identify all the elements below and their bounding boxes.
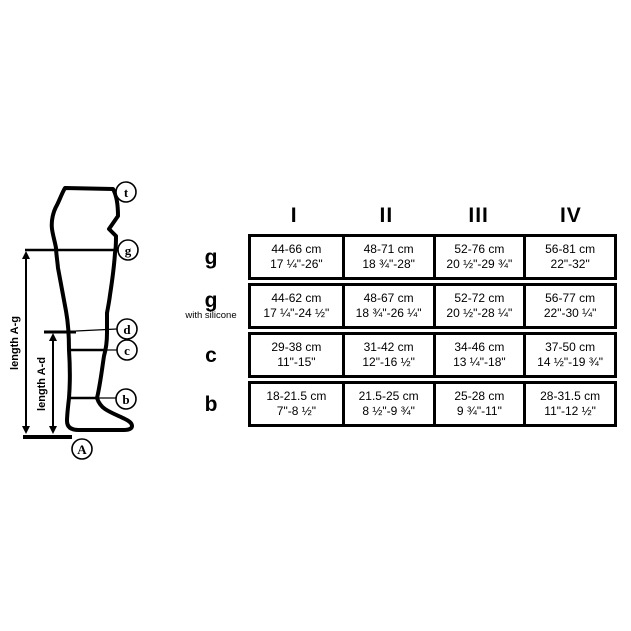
table-cell: 56-77 cm 22"-30 ¼" [523,286,614,326]
row-label-b: b [204,392,218,416]
table-cell: 56-81 cm 22"-32" [523,237,614,277]
measurement-row-labels: g g with silicone c b [178,234,244,430]
table-cell: 18-21.5 cm 7"-8 ½" [251,384,342,424]
table-cell: 21.5-25 cm 8 ½"-9 ¾" [341,384,433,424]
arrowhead-down-icon [22,426,30,434]
table-cell: 31-42 cm 12"-16 ½" [341,335,433,375]
cell-inch: 11"-15" [277,355,316,369]
A-point-label: A [77,442,87,457]
table-cell: 48-67 cm 18 ¾"-26 ¼" [341,286,433,326]
cell-inch: 14 ½"-19 ¾" [537,355,604,369]
d-point-circle [116,318,138,340]
A-point-circle [71,438,93,460]
table-cell: 28-31.5 cm 11"-12 ½" [523,384,614,424]
table-cell: 44-66 cm 17 ¼"-26" [251,237,342,277]
d-point-label: d [123,322,131,337]
t-point-circle [115,181,137,203]
cell-cm: 44-66 cm [271,242,322,256]
cell-inch: 12"-16 ½" [362,355,415,369]
row-label-g: g [204,245,218,269]
table-cell: 52-76 cm 20 ½"-29 ¾" [432,237,524,277]
cell-cm: 29-38 cm [271,340,322,354]
cell-cm: 21.5-25 cm [358,389,419,403]
c-point-label: c [124,343,130,358]
cell-inch: 22"-32" [550,257,590,271]
size-column-headers: I II III IV [248,202,617,230]
table-cell: 25-28 cm 9 ¾"-11" [432,384,524,424]
arrowhead-up-icon [49,333,57,341]
table-cell: 29-38 cm 11"-15" [251,335,342,375]
d-pointer-line [75,328,118,332]
cell-cm: 52-76 cm [454,242,505,256]
length-ad-label: length A-d [36,357,48,411]
cell-cm: 25-28 cm [454,389,505,403]
table-row-b: 18-21.5 cm 7"-8 ½" 21.5-25 cm 8 ½"-9 ¾" … [248,381,617,427]
cell-inch: 9 ¾"-11" [456,404,502,418]
column-header-3: III [468,204,489,227]
table-cell: 52-72 cm 20 ½"-28 ¼" [432,286,524,326]
cell-cm: 48-67 cm [363,291,414,305]
cell-cm: 18-21.5 cm [266,389,327,403]
table-row-g: 44-66 cm 17 ¼"-26" 48-71 cm 18 ¾"-28" 52… [248,234,617,280]
t-point-label: t [124,185,129,200]
column-header-4: IV [559,204,582,227]
g-point-circle [117,239,139,261]
table-cell: 44-62 cm 17 ¼"-24 ½" [251,286,342,326]
cell-cm: 56-81 cm [545,242,596,256]
cell-inch: 11"-12 ½" [544,404,596,418]
cell-cm: 31-42 cm [363,340,414,354]
column-header-2: II [379,204,394,227]
arrowhead-up-icon [22,251,30,259]
cell-inch: 7"-8 ½" [276,404,316,418]
cell-inch: 18 ¾"-26 ¼" [355,306,422,320]
table-cell: 48-71 cm 18 ¾"-28" [341,237,433,277]
cell-cm: 56-77 cm [545,291,596,305]
cell-inch: 17 ¼"-24 ½" [263,306,330,320]
cell-cm: 48-71 cm [363,242,414,256]
cell-cm: 34-46 cm [454,340,505,354]
g-point-label: g [125,243,132,258]
b-point-circle [115,388,137,410]
cell-cm: 28-31.5 cm [540,389,601,403]
cell-inch: 17 ¼"-26" [270,257,323,271]
cell-inch: 8 ½"-9 ¾" [362,404,415,418]
cell-cm: 52-72 cm [454,291,505,305]
row-label-g-silicone: g with silicone [185,289,237,321]
table-row-c: 29-38 cm 11"-15" 31-42 cm 12"-16 ½" 34-4… [248,332,617,378]
cell-cm: 37-50 cm [545,340,596,354]
size-table: 44-66 cm 17 ¼"-26" 48-71 cm 18 ¾"-28" 52… [248,234,617,430]
c-point-circle [116,339,138,361]
cell-inch: 22"-30 ¼" [543,306,597,320]
leg-outline [49,186,134,432]
cell-inch: 20 ½"-29 ¾" [446,257,513,271]
table-cell: 37-50 cm 14 ½"-19 ¾" [523,335,614,375]
table-row-g-silicone: 44-62 cm 17 ¼"-24 ½" 48-67 cm 18 ¾"-26 ¼… [248,283,617,329]
b-point-label: b [122,392,129,407]
arrowhead-down-icon [49,426,57,434]
cell-inch: 13 ¼"-18" [453,355,506,369]
length-ag-label: length A-g [9,316,21,370]
cell-inch: 18 ¾"-28" [362,257,415,271]
cell-cm: 44-62 cm [271,291,322,305]
row-label-c: c [205,343,217,367]
column-header-1: I [290,204,298,227]
table-cell: 34-46 cm 13 ¼"-18" [432,335,524,375]
cell-inch: 20 ½"-28 ¼" [446,306,513,320]
